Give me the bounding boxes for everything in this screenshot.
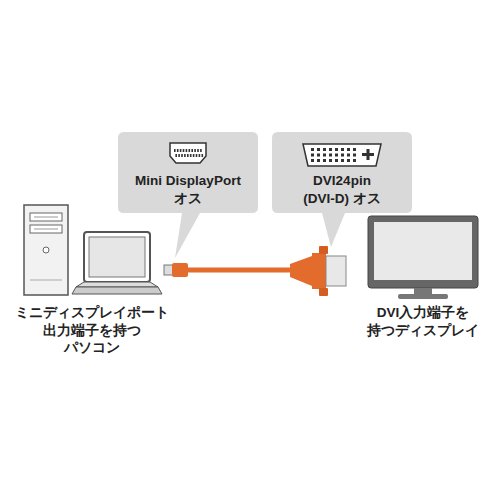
connector-label: DVI24pin (DVI-D) オス [272, 172, 412, 207]
monitor [368, 216, 478, 299]
connector-label: Mini DisplayPort オス [118, 172, 258, 207]
callout-box: Mini DisplayPort オス [118, 132, 258, 213]
device-label: ミニディスプレイポート 出力端子を持つ パソコン [15, 304, 169, 357]
mini-displayport-icon [170, 143, 206, 163]
callout-box: DVI24pin (DVI-D) オス [272, 132, 412, 213]
laptop [72, 232, 162, 294]
pc-tower [24, 205, 68, 295]
cable [164, 246, 346, 296]
dvi-icon [303, 144, 381, 166]
device-label: DVI入力端子を 持つディスプレイ [367, 304, 479, 339]
